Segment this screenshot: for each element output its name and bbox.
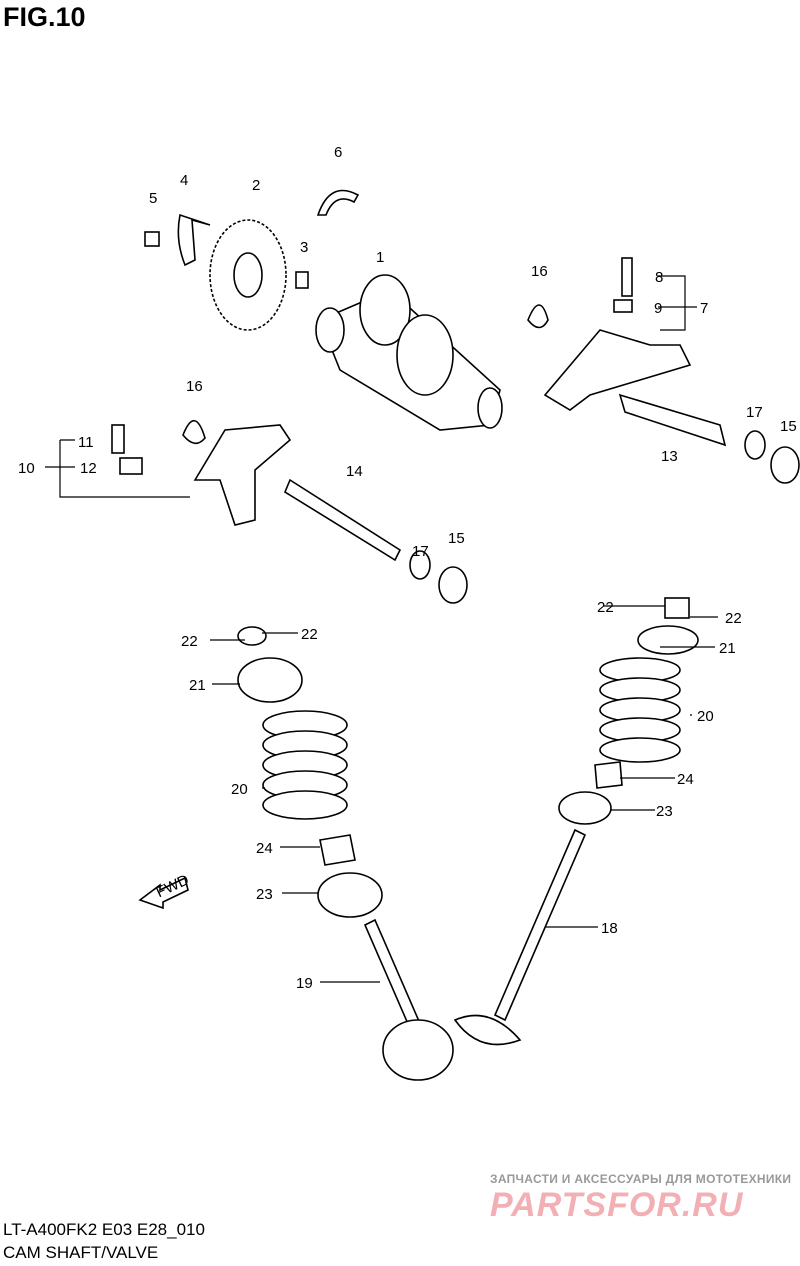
callout-17a: 17 bbox=[746, 404, 763, 421]
callout-11: 11 bbox=[78, 434, 94, 451]
valve-head-18[interactable] bbox=[453, 1014, 522, 1046]
valve-stem-18[interactable] bbox=[493, 828, 587, 1022]
cap-15a[interactable] bbox=[770, 446, 800, 484]
callout-16b: 16 bbox=[186, 378, 203, 395]
callout-8: 8 bbox=[655, 269, 663, 286]
callout-14: 14 bbox=[346, 463, 363, 480]
spring-right[interactable] bbox=[599, 657, 681, 763]
callout-24b: 24 bbox=[256, 840, 273, 857]
callout-7: 7 bbox=[700, 300, 708, 317]
cam-sprocket[interactable] bbox=[209, 219, 287, 331]
callout-24a: 24 bbox=[677, 771, 694, 788]
cotter-right[interactable] bbox=[664, 597, 690, 619]
callout-22b: 22 bbox=[725, 610, 742, 627]
spring-seat-right[interactable] bbox=[558, 791, 612, 825]
callout-15a: 15 bbox=[780, 418, 797, 435]
leader-lines bbox=[45, 275, 718, 983]
watermark-logo: PARTSFOR.RU bbox=[490, 1186, 744, 1224]
callout-16a: 16 bbox=[531, 263, 548, 280]
retainer-right[interactable] bbox=[637, 625, 699, 655]
plate[interactable] bbox=[177, 213, 211, 267]
rocker-arm-exhaust[interactable] bbox=[543, 329, 692, 411]
o-ring-17a[interactable] bbox=[744, 430, 766, 460]
bolt[interactable] bbox=[144, 231, 160, 247]
pin[interactable] bbox=[295, 271, 309, 289]
valve-head-19[interactable] bbox=[382, 1019, 454, 1081]
nut-12[interactable] bbox=[119, 457, 143, 475]
seal-right[interactable] bbox=[594, 761, 623, 789]
model-code: LT-A400FK2 E03 E28_010 bbox=[3, 1220, 205, 1239]
callout-2: 2 bbox=[252, 177, 260, 194]
callout-20a: 20 bbox=[697, 708, 714, 725]
callout-21a: 21 bbox=[719, 640, 736, 657]
callout-10: 10 bbox=[18, 460, 35, 477]
callout-18: 18 bbox=[601, 920, 618, 937]
cotter-left[interactable] bbox=[237, 626, 267, 646]
camshaft[interactable] bbox=[315, 274, 503, 431]
callout-12: 12 bbox=[80, 460, 97, 477]
callout-labels: 1 2 3 4 5 6 7 8 9 10 11 12 13 14 15 15 1… bbox=[18, 144, 797, 992]
cam-stopper[interactable] bbox=[316, 189, 360, 216]
nut-9[interactable] bbox=[613, 299, 633, 313]
o-ring-16a[interactable] bbox=[527, 304, 549, 329]
callout-9: 9 bbox=[654, 300, 662, 317]
adjust-screw-8[interactable] bbox=[621, 257, 633, 297]
callout-1: 1 bbox=[376, 249, 384, 266]
fwd-arrow-icon: FWD bbox=[138, 871, 192, 910]
o-ring-16b[interactable] bbox=[182, 419, 206, 445]
retainer-left[interactable] bbox=[237, 657, 303, 703]
callout-19: 19 bbox=[296, 975, 313, 992]
spring-left[interactable] bbox=[262, 710, 348, 820]
cap-15b[interactable] bbox=[438, 566, 468, 604]
callout-22c: 22 bbox=[181, 633, 198, 650]
callout-4: 4 bbox=[180, 172, 188, 189]
callout-17b: 17 bbox=[412, 543, 429, 560]
figure-title: FIG.10 bbox=[3, 2, 86, 32]
o-ring-17b[interactable] bbox=[409, 550, 431, 580]
rocker-arm-intake[interactable] bbox=[193, 424, 292, 526]
callout-22a: 22 bbox=[597, 599, 614, 616]
callout-21b: 21 bbox=[189, 677, 206, 694]
spring-seat-left[interactable] bbox=[317, 872, 383, 918]
adjust-screw-11[interactable] bbox=[111, 424, 125, 454]
callout-5: 5 bbox=[149, 190, 157, 207]
callout-20b: 20 bbox=[231, 781, 248, 798]
seal-left[interactable] bbox=[319, 834, 356, 866]
callout-3: 3 bbox=[300, 239, 308, 256]
watermark-tagline: ЗАПЧАСТИ И АКСЕССУАРЫ ДЛЯ МОТОТЕХНИКИ bbox=[490, 1172, 792, 1186]
callout-6: 6 bbox=[334, 144, 342, 161]
rocker-shaft-exhaust[interactable] bbox=[618, 393, 727, 447]
callout-15b: 15 bbox=[448, 530, 465, 547]
callout-13: 13 bbox=[661, 448, 678, 465]
callout-23b: 23 bbox=[256, 886, 273, 903]
callout-23a: 23 bbox=[656, 803, 673, 820]
callout-22d: 22 bbox=[301, 626, 318, 643]
rocker-shaft-intake[interactable] bbox=[283, 478, 402, 562]
diagram-caption: CAM SHAFT/VALVE bbox=[3, 1243, 159, 1262]
